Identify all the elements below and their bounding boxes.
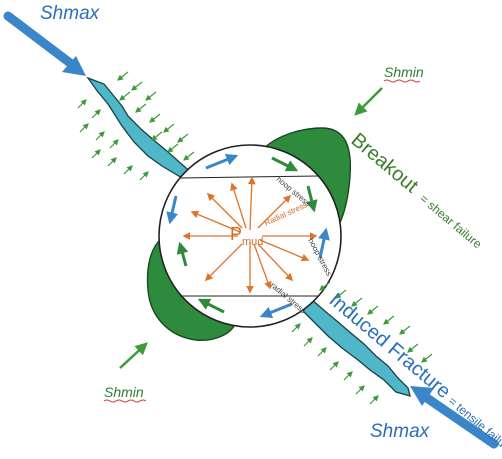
wellbore-circle [158,144,342,328]
shmin-arrow-bottom-left [119,342,148,369]
shmax-arrow-bottom [410,386,499,449]
pmud-subscript: mud [242,236,263,248]
shmin-arrows-lower-right [319,281,433,363]
spellcheck-underline-shmin-top [383,79,421,83]
shmin-label-top: Shmin [384,64,424,80]
shmin-arrows-upper-left [77,99,149,181]
breakout-label-group: Breakout = shear failure [347,129,485,251]
shmin-arrows-lower [291,323,379,405]
breakout-label: Breakout [347,129,423,198]
induced-fracture-upper [86,76,198,179]
hoop-stress-arrows [166,153,330,319]
shmax-label-top: Shmax [40,3,101,24]
shmin-arrows-upper [117,71,195,161]
shmin-label-bottom: Shmin [104,384,144,400]
radial-stress-arrows [182,176,318,294]
induced-fracture-lower [299,299,411,397]
shmax-label-bottom: Shmax [370,421,431,442]
shmax-arrow-top [3,11,86,76]
breakout-sub-label: = shear failure [417,191,485,251]
spellcheck-underline-shmin-bottom [103,399,147,403]
breakout-shear-arrows [176,156,318,314]
pmud-label: P [230,224,242,244]
shmin-arrow-top-right [354,87,383,116]
